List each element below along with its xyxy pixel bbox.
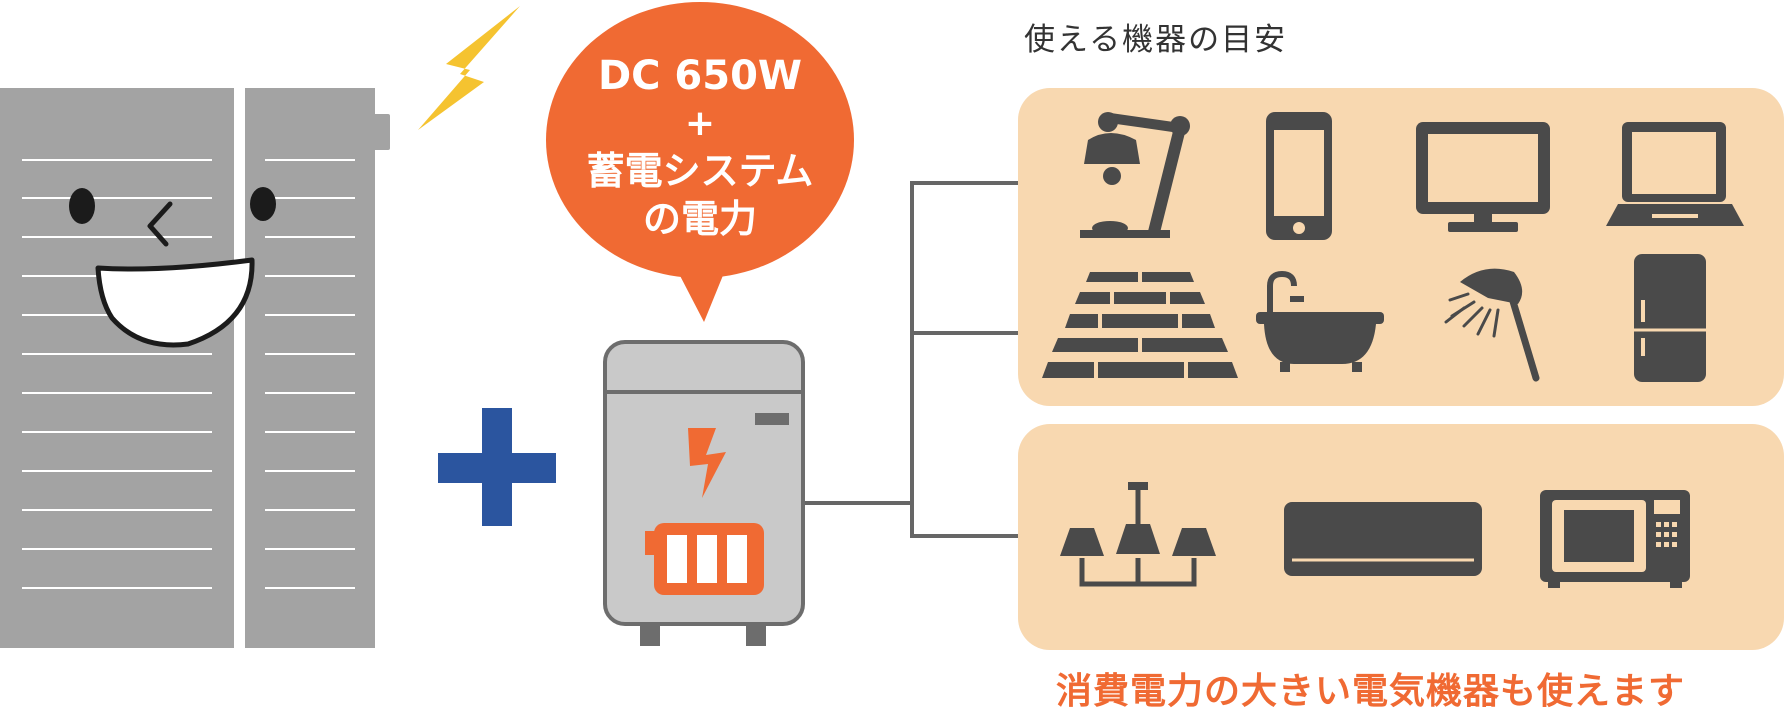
bubble-line-plus: + <box>684 103 716 144</box>
smile-mouth <box>95 257 255 348</box>
lightning-icon <box>418 6 520 130</box>
shower-icon <box>1444 268 1540 382</box>
smartphone-icon <box>1266 112 1332 240</box>
microwave-icon <box>1540 490 1690 588</box>
desk-lamp-icon <box>1080 112 1190 238</box>
monitor-icon <box>1416 122 1550 232</box>
refrigerator-icon <box>1634 254 1706 382</box>
battery-unit <box>603 340 805 646</box>
charge-bolt-icon <box>688 428 726 498</box>
eye-right <box>250 187 276 221</box>
battery-level-icon <box>645 523 764 595</box>
wink-mark <box>147 201 173 247</box>
connection-lines <box>805 181 1018 538</box>
devices-title: 使える機器の目安 <box>1024 22 1288 58</box>
plus-icon <box>438 408 556 526</box>
chandelier-icon <box>1060 482 1216 587</box>
air-conditioner-icon <box>1284 502 1482 576</box>
bubble-line-storage-system: 蓄電システム <box>586 149 814 193</box>
footer-caption: 消費電力の大きい電気機器も使えます <box>1056 671 1686 712</box>
speech-bubble <box>546 2 854 322</box>
bubble-line-power: の電力 <box>642 197 757 241</box>
bathtub-icon <box>1256 270 1384 372</box>
solar-panel-character <box>0 88 390 648</box>
floor-heating-icon <box>1042 272 1238 378</box>
eye-left <box>69 188 95 224</box>
bubble-line-dc: DC 650W <box>597 53 803 99</box>
laptop-icon <box>1606 122 1744 226</box>
